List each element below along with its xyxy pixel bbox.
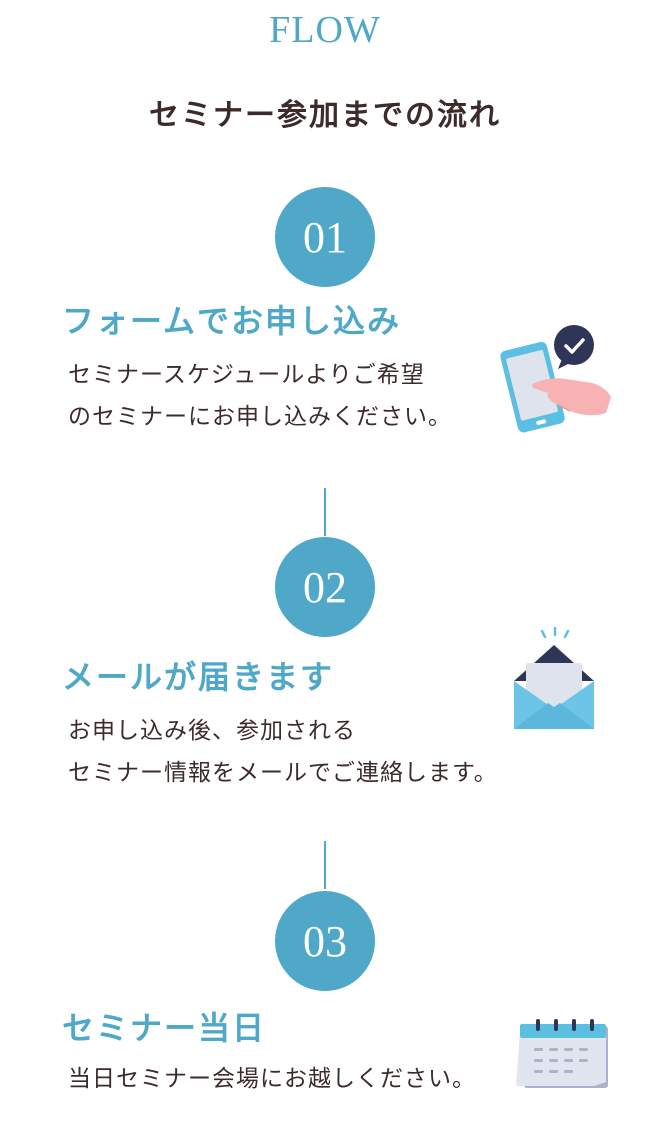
step-title: メールが届きます [62, 658, 335, 696]
step-number: 01 [303, 212, 347, 262]
section-title: セミナー参加までの流れ [149, 98, 501, 133]
step-number-badge: 01 [275, 187, 375, 287]
step-description-line: のセミナーにお申し込みください。 [68, 404, 452, 430]
step-number: 02 [303, 562, 347, 612]
step-number: 03 [303, 916, 347, 966]
step-description: お申し込み後、参加される セミナー情報をメールでご連絡します。 [68, 710, 498, 794]
step-description-line: お申し込み後、参加される [68, 718, 356, 744]
step-description: セミナースケジュールよりご希望 のセミナーにお申し込みください。 [68, 354, 452, 438]
step-number-badge: 03 [275, 891, 375, 991]
step-description-line: 当日セミナー会場にお越しください。 [68, 1066, 476, 1092]
step-description: 当日セミナー会場にお越しください。 [68, 1058, 476, 1100]
section-eyebrow: FLOW [269, 9, 381, 51]
step-title: フォームでお申し込み [62, 302, 402, 340]
envelope-letter-icon [508, 625, 598, 737]
calendar-icon [512, 1016, 610, 1090]
step-number-badge: 02 [275, 537, 375, 637]
step-description-line: セミナースケジュールよりご希望 [68, 362, 425, 388]
step-title: セミナー当日 [62, 1009, 267, 1047]
step-description-line: セミナー情報をメールでご連絡します。 [68, 760, 498, 786]
smartphone-tap-icon [488, 325, 613, 435]
step-connector [324, 841, 326, 889]
step-connector [324, 488, 326, 536]
